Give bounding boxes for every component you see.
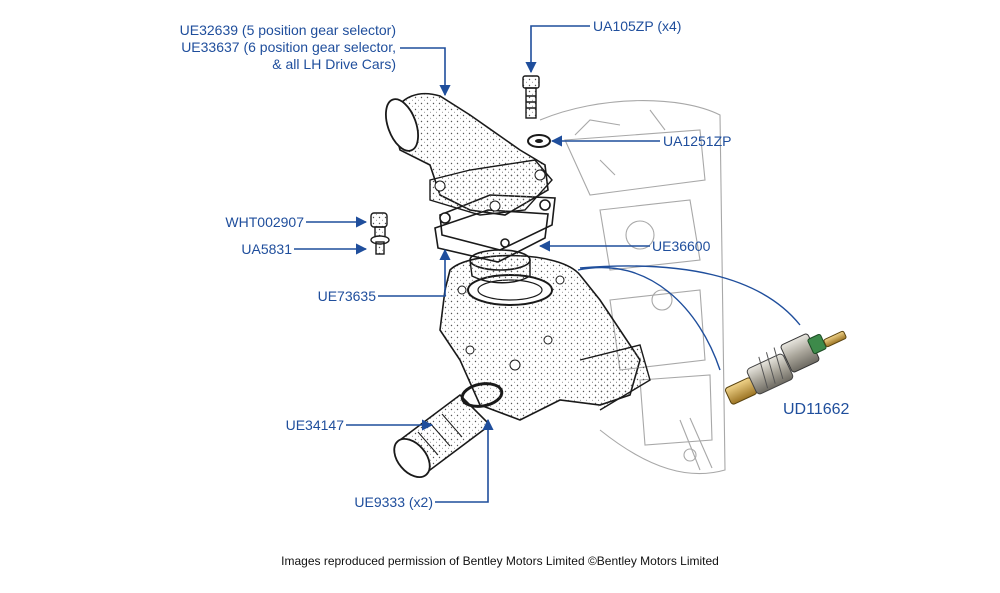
thermostat — [469, 249, 531, 284]
label-ue36600: UE36600 — [652, 238, 711, 254]
label-ud11662: UD11662 — [783, 401, 850, 418]
label-ue73635: UE73635 — [317, 288, 376, 304]
label-ue32639-line2: UE33637 (6 position gear selector, — [181, 39, 396, 55]
callout-leaders — [294, 25, 660, 503]
label-wht002907: WHT002907 — [225, 214, 304, 230]
water-pump-body — [439, 254, 651, 421]
label-ua1251zp: UA1251ZP — [663, 133, 732, 149]
bleed-screw — [370, 212, 390, 255]
outlet-elbow — [385, 92, 553, 216]
sender-pointer-lines — [577, 265, 801, 371]
hose-connector — [393, 393, 492, 479]
bolt-ua105zp — [522, 75, 540, 119]
label-ua105zp: UA105ZP (x4) — [593, 18, 682, 34]
label-ue32639-line3: & all LH Drive Cars) — [272, 56, 396, 72]
label-ue32639: UE32639 (5 position gear selector) UE336… — [180, 22, 396, 73]
label-ue34147: UE34147 — [285, 417, 344, 433]
temperature-sender — [724, 330, 847, 405]
label-ue32639-line1: UE32639 (5 position gear selector) — [179, 22, 396, 38]
copyright-credit: Images reproduced permission of Bentley … — [281, 554, 719, 568]
engine-block-background — [539, 100, 726, 475]
label-ua5831: UA5831 — [241, 241, 292, 257]
label-ue9333: UE9333 (x2) — [354, 494, 433, 510]
o-ring — [460, 382, 504, 408]
